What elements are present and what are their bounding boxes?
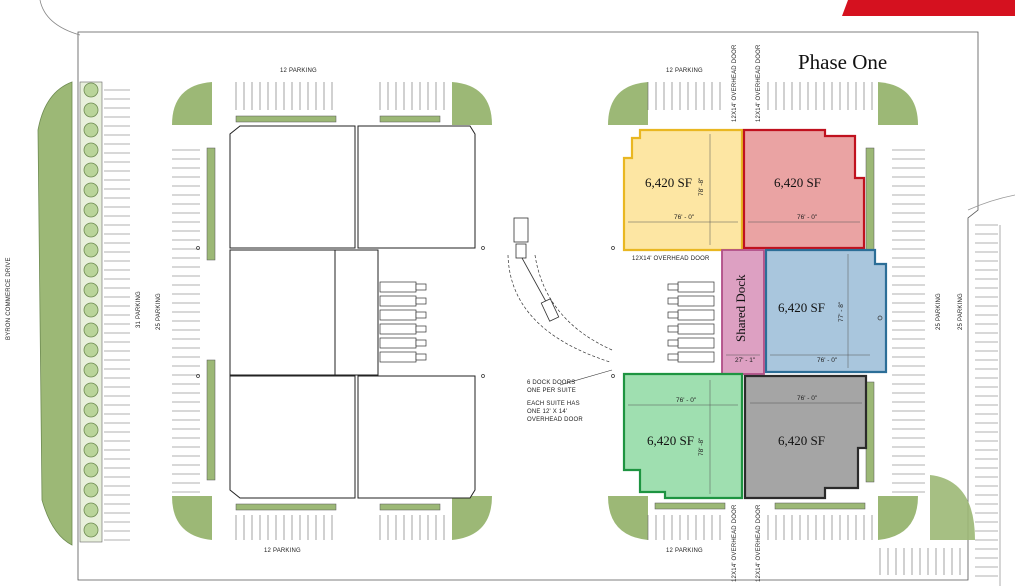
shared-dock-label: Shared Dock bbox=[733, 274, 748, 342]
tree-icon bbox=[83, 202, 99, 218]
island-r-bl bbox=[608, 496, 648, 540]
road-label: BYRON COMMERCE DRIVE bbox=[6, 257, 12, 340]
tree-icon bbox=[83, 382, 99, 398]
brand-accent bbox=[842, 0, 1015, 16]
tree-icon bbox=[83, 442, 99, 458]
page-title: Phase One bbox=[798, 50, 888, 74]
landscape-strips-right bbox=[654, 147, 875, 510]
tree-icon bbox=[83, 102, 99, 118]
overhead-door-bottom-a: 12X14' OVERHEAD DOOR bbox=[732, 504, 738, 582]
parking-stalls-building-left bbox=[235, 82, 445, 540]
overhead-door-bottom-b: 12X14' OVERHEAD DOOR bbox=[756, 504, 762, 582]
suite-blue-area: 6,420 SF bbox=[778, 300, 825, 315]
suite-red bbox=[742, 128, 866, 250]
island-bl bbox=[172, 496, 212, 540]
tree-icon bbox=[83, 162, 99, 178]
suite-gray bbox=[743, 374, 868, 500]
tree-icon bbox=[83, 262, 99, 278]
tree-icon bbox=[83, 142, 99, 158]
landscape-strips-left bbox=[206, 115, 441, 511]
tree-icon bbox=[83, 482, 99, 498]
suite-blue-depth: 77' - 8" bbox=[838, 301, 845, 322]
overhead-door-top-a: 12X14' OVERHEAD DOOR bbox=[732, 44, 738, 122]
tree-icon bbox=[83, 322, 99, 338]
landscape-median bbox=[37, 81, 73, 546]
shared-dock-width: 27' - 1" bbox=[735, 357, 756, 364]
suite-red-width: 76' - 0" bbox=[797, 214, 818, 221]
dock-note-leader bbox=[559, 369, 613, 386]
tree-icon bbox=[83, 362, 99, 378]
tree-icon bbox=[83, 342, 99, 358]
road-edge-top bbox=[967, 194, 1015, 211]
parking-label-bottom-right: 12 PARKING bbox=[666, 548, 703, 554]
tree-icon bbox=[83, 282, 99, 298]
island-tr bbox=[452, 82, 492, 125]
parking-stalls-building-right bbox=[647, 82, 998, 577]
suite-green-width: 76' - 0" bbox=[676, 397, 697, 404]
parking-label-25-right-a: 25 PARKING bbox=[936, 293, 942, 330]
island-r-tl bbox=[608, 82, 648, 125]
tree-icon bbox=[83, 82, 99, 98]
tree-icon bbox=[83, 402, 99, 418]
suite-yellow bbox=[622, 128, 744, 252]
suite-yellow-depth: 78' -8" bbox=[698, 177, 705, 196]
suite-gray-width: 76' - 0" bbox=[797, 395, 818, 402]
suite-yellow-width: 76' - 0" bbox=[674, 214, 695, 221]
building-left bbox=[229, 125, 476, 499]
bollards bbox=[196, 246, 883, 378]
tree-row bbox=[83, 82, 99, 538]
tree-icon bbox=[83, 462, 99, 478]
dock-note-4: ONE 12' X 14' bbox=[527, 409, 568, 415]
site-curve bbox=[39, 0, 81, 36]
island-r-br bbox=[878, 496, 918, 540]
suite-green-area: 6,420 SF bbox=[647, 433, 694, 448]
parking-label-top-left: 12 PARKING bbox=[280, 68, 317, 74]
suite-blue bbox=[764, 248, 888, 374]
island-br bbox=[452, 496, 492, 540]
suite-red-area: 6,420 SF bbox=[774, 175, 821, 190]
dock-note-3: EACH SUITE HAS bbox=[527, 401, 580, 407]
tree-icon bbox=[83, 422, 99, 438]
parking-label-top-right: 12 PARKING bbox=[666, 68, 703, 74]
suite-yellow-area: 6,420 SF bbox=[645, 175, 692, 190]
suite-blue-width: 76' - 0" bbox=[817, 357, 838, 364]
parking-label-bottom-left: 12 PARKING bbox=[264, 548, 301, 554]
dock-note-1: 6 DOCK DOORS bbox=[527, 380, 576, 386]
tree-icon bbox=[83, 122, 99, 138]
site-boundary bbox=[77, 31, 979, 581]
suite-gray-area: 6,420 SF bbox=[778, 433, 825, 448]
truck-turning-path bbox=[507, 254, 613, 363]
tree-icon bbox=[83, 222, 99, 238]
parking-label-31: 31 PARKING bbox=[136, 291, 142, 328]
tree-icon bbox=[83, 242, 99, 258]
dock-note-5: OVERHEAD DOOR bbox=[527, 417, 583, 423]
tree-icon bbox=[83, 522, 99, 538]
dock-area-left bbox=[379, 281, 427, 363]
tree-icon bbox=[83, 182, 99, 198]
island-r-tr bbox=[878, 82, 918, 125]
island-right-edge bbox=[930, 475, 975, 540]
parking-stalls-left bbox=[104, 89, 200, 541]
parking-label-25-right-b: 25 PARKING bbox=[958, 293, 964, 330]
dock-area-right bbox=[667, 281, 715, 363]
suite-pink bbox=[721, 249, 765, 375]
suite-green-depth: 78' -8" bbox=[698, 437, 705, 456]
tree-icon bbox=[83, 502, 99, 518]
overhead-door-top-b: 12X14' OVERHEAD DOOR bbox=[756, 44, 762, 122]
truck-icon bbox=[513, 217, 560, 322]
dimension-lines bbox=[628, 134, 870, 494]
island-tl bbox=[172, 82, 212, 125]
overhead-door-dock: 12X14' OVERHEAD DOOR bbox=[632, 256, 710, 262]
tree-icon bbox=[83, 302, 99, 318]
dock-note-2: ONE PER SUITE bbox=[527, 388, 576, 394]
parking-label-25-left: 25 PARKING bbox=[156, 293, 162, 330]
